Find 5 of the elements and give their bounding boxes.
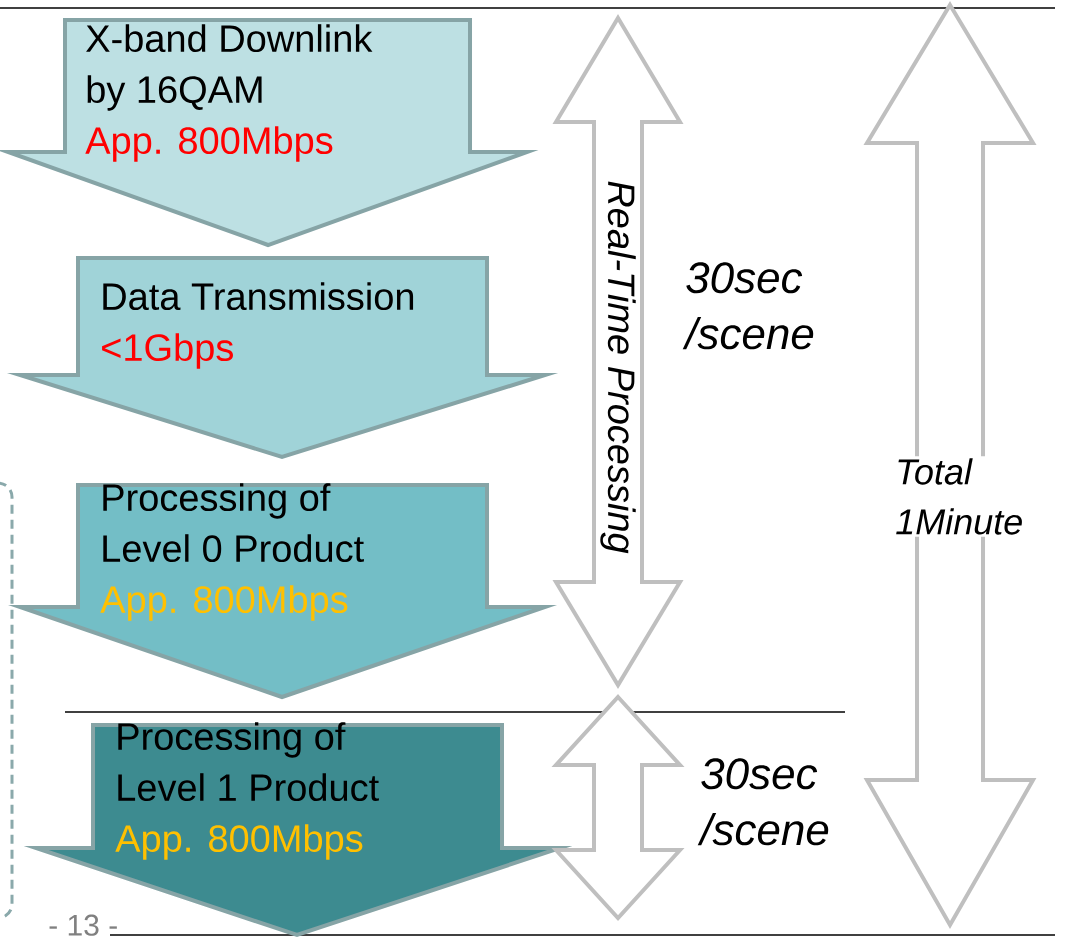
duration-label: 30sec /scene xyxy=(697,758,829,846)
process-block: Processing of Level 0 Product App. 800Mbps xyxy=(8,483,558,700)
process-block: X-band Downlink by 16QAM App. 800Mbps xyxy=(0,18,539,248)
page-number: - 13 - xyxy=(49,914,117,936)
duration-label: 30sec /scene xyxy=(682,262,814,350)
